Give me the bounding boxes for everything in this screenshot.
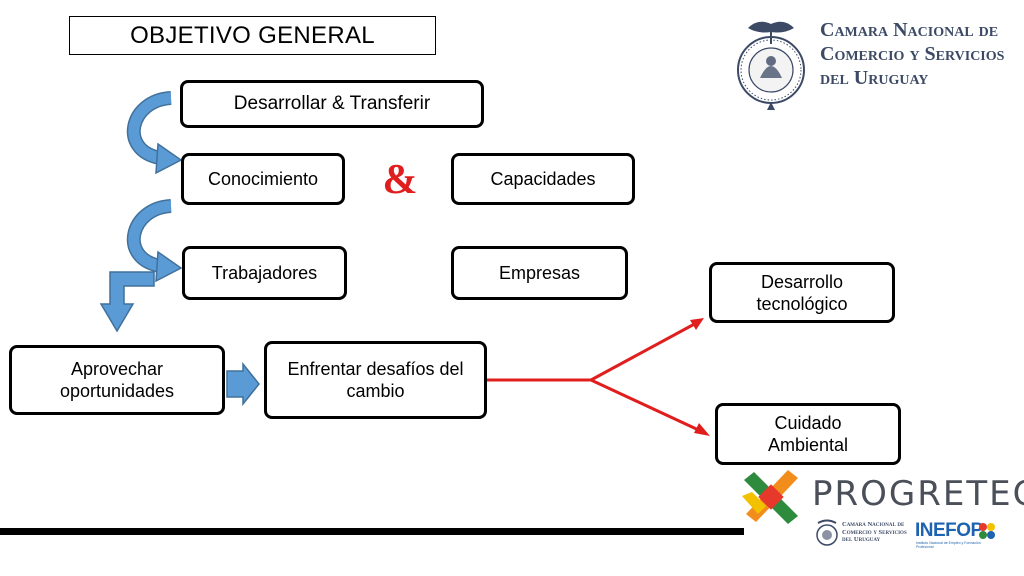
bent-down-arrow [99, 271, 155, 333]
red-fork-arrows [487, 319, 706, 435]
box-label: Desarrollar & Transferir [233, 93, 431, 114]
curved-arrow-2 [126, 199, 183, 283]
box-capacidades: Capacidades [451, 153, 635, 205]
inefop-subtitle: Instituto Nacional de Empleo y Formación… [916, 541, 981, 549]
box-desarrollo-tecnologico: Desarrollo tecnológico [709, 262, 895, 323]
curved-arrow-1 [126, 91, 183, 175]
ampersand-symbol: & [382, 157, 418, 203]
inefop-logo-text: INEFOP [915, 520, 983, 541]
camara-logo-text: Camara Nacional de Comercio y Servicios … [820, 19, 1005, 89]
bottom-divider-bar [0, 528, 744, 535]
box-aprovechar-oportunidades: Aprovechar oportunidades [9, 345, 225, 415]
red-arrowhead-down [694, 423, 710, 436]
page-title: OBJETIVO GENERAL [130, 21, 375, 49]
inefop-logo-icon [979, 523, 995, 539]
box-empresas: Empresas [451, 246, 628, 300]
box-label: Trabajadores [211, 263, 318, 283]
box-label: Aprovechar oportunidades [59, 359, 175, 401]
camara-seal-logo [737, 21, 805, 110]
box-desarrollar-transferir: Desarrollar & Transferir [180, 80, 484, 128]
box-label: Enfrentar desafíos del cambio [287, 359, 464, 401]
progretec-mark-icon [742, 470, 798, 524]
box-conocimiento: Conocimiento [181, 153, 345, 205]
box-cuidado-ambiental: Cuidado Ambiental [715, 403, 901, 465]
progretec-logo-text: PROGRETEC [812, 474, 1024, 514]
box-trabajadores: Trabajadores [182, 246, 347, 300]
box-label: Desarrollo tecnológico [756, 271, 848, 314]
box-label: Conocimiento [207, 169, 319, 189]
box-label: Capacidades [490, 169, 596, 189]
box-label: Empresas [498, 263, 581, 283]
right-arrow [226, 361, 260, 407]
box-label: Cuidado Ambiental [767, 413, 849, 455]
camara-small-logo-text: Camara Nacional de Comercio y Servicios … [842, 521, 907, 543]
red-arrowhead-up [690, 318, 704, 330]
box-enfrentar-desafios: Enfrentar desafíos del cambio [264, 341, 487, 419]
title-box: OBJETIVO GENERAL [69, 16, 436, 55]
camara-small-seal-icon [816, 519, 838, 546]
